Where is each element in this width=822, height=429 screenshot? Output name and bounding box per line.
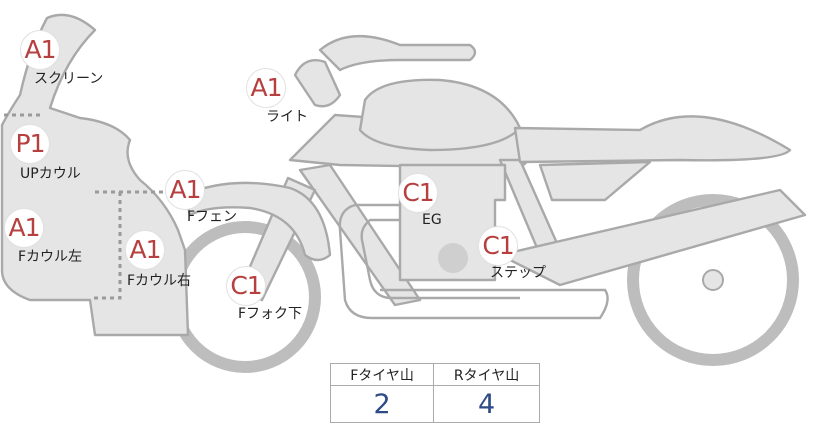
damage-code-badge: C1 [398,173,438,213]
part-label: EG [422,212,442,228]
damage-code-badge: A1 [20,30,60,70]
part-label: Fフェン [187,209,238,225]
part-label: UPカウル [20,166,81,182]
damage-code-badge: A1 [125,230,165,270]
handlebar [318,35,477,72]
engine-cover [438,243,468,273]
front-fender [183,181,332,262]
rear-wheel [627,194,799,366]
damage-code-badge: C1 [226,266,266,306]
front-tire-value: 2 [329,385,435,423]
tire-tread-table: Fタイヤ山 Rタイヤ山 2 4 [329,363,540,423]
rear-tire-value: 4 [433,385,540,423]
part-label: Fフォク下 [238,306,303,322]
frame-down [298,163,422,307]
damage-code-badge: C1 [478,226,518,266]
damage-code-badge: A1 [246,68,286,108]
seat [513,115,792,164]
exhaust-pipe [338,203,609,320]
swing-arm [498,188,807,287]
damage-code-badge: A1 [165,170,205,210]
front-tire-header: Fタイヤ山 [329,363,435,386]
rear-tire-header: Rタイヤ山 [433,363,540,386]
part-label: スクリーン [34,71,104,87]
fuel-tank [358,78,522,152]
part-label: ライト [266,109,308,125]
part-label: Fカウル左 [18,249,83,265]
part-label: ステップ [490,265,546,281]
part-label: Fカウル右 [127,273,192,289]
rear-hub [702,269,724,291]
damage-code-badge: P1 [10,124,50,164]
panel-line-side [92,192,122,300]
exhaust-pipe-inner [360,218,520,300]
rear-cowl [538,160,652,202]
headlight [293,58,342,108]
damage-code-badge: A1 [4,208,44,248]
